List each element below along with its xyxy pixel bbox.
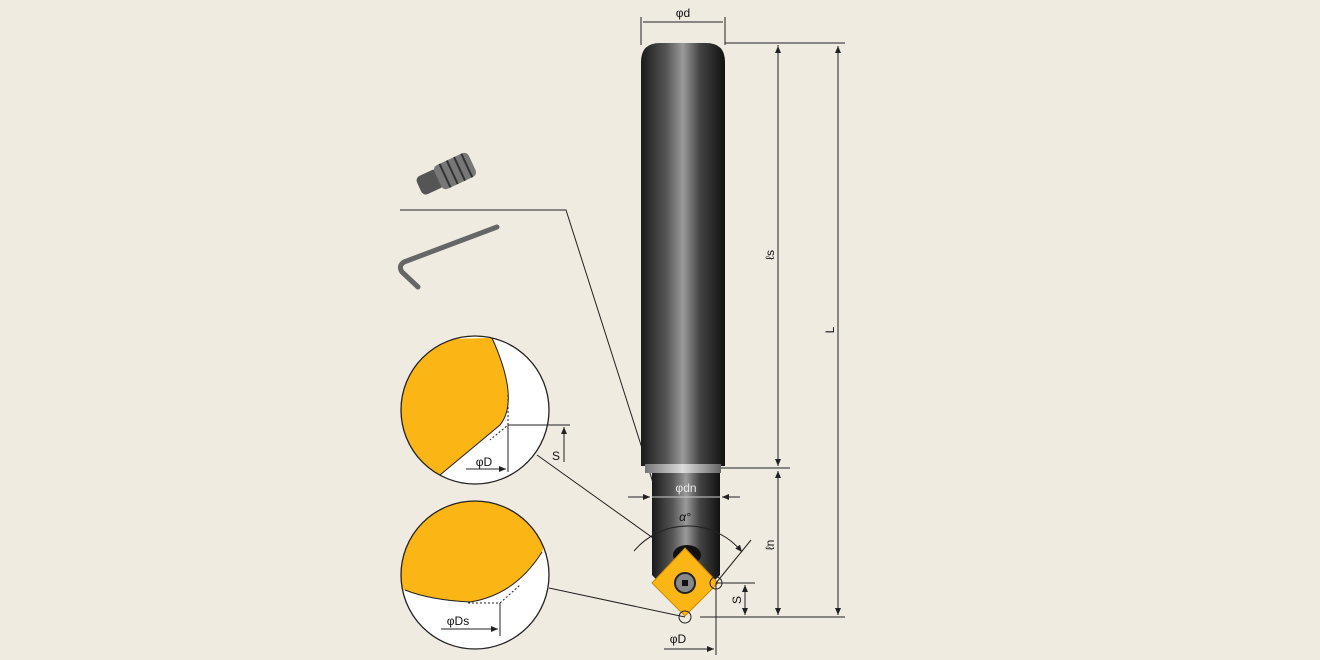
shank-diameter-label: φd	[676, 6, 690, 20]
detail-view-bottom: φDs	[400, 500, 550, 650]
detail-top-diameter-label: φD	[476, 455, 493, 469]
neck-length-label: ℓn	[763, 540, 777, 551]
neck-diameter-label: φdn	[675, 481, 696, 495]
detail-bottom-diameter-label: φDs	[447, 614, 469, 628]
s-height-label: S	[730, 596, 744, 604]
detail-view-top: φD S	[400, 335, 570, 485]
angle-arc	[633, 525, 743, 553]
angle-label: α°	[679, 510, 691, 524]
clamp-screw	[416, 152, 477, 195]
cutting-diameter-label: φD	[670, 632, 687, 646]
tool-shank	[641, 43, 725, 466]
dim-shank-diameter: φd	[640, 6, 726, 45]
neck-ring	[645, 464, 721, 473]
overall-length-label: L	[823, 326, 837, 333]
hex-key	[397, 224, 500, 290]
shank-length-label: ℓs	[763, 250, 777, 260]
tool-neck	[652, 473, 720, 590]
detail-top-s-label: S	[552, 449, 560, 463]
